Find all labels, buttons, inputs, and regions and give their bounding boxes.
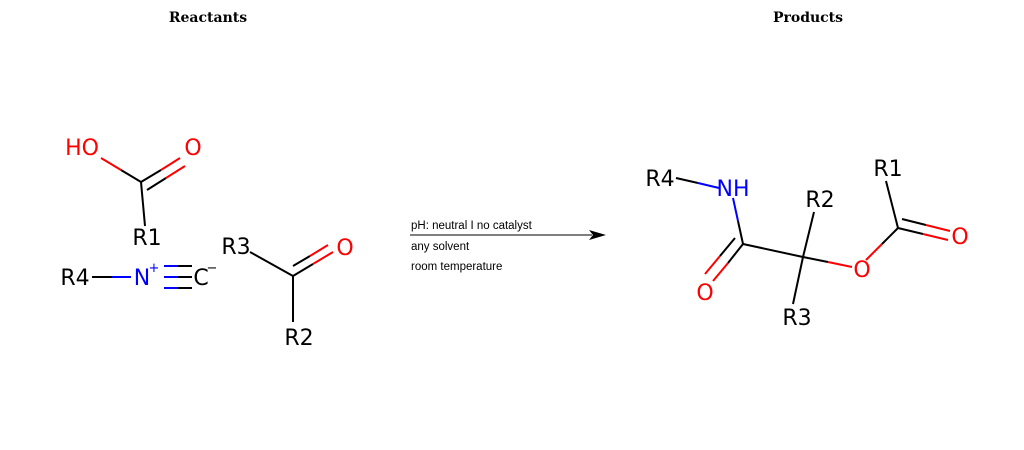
ketone-oxygen-label: O bbox=[336, 236, 353, 261]
isocyanide-nitrogen-label: N bbox=[134, 266, 150, 291]
isocyanide-carbon-label: C bbox=[193, 266, 208, 291]
r3-label: R3 bbox=[221, 235, 250, 260]
reactants-header: Reactants bbox=[169, 10, 247, 26]
condition-temperature: room temperature bbox=[411, 261, 502, 273]
condition-ph: pH: neutral I no catalyst bbox=[411, 220, 533, 232]
ester-oxygen-label: O bbox=[853, 258, 870, 283]
reaction-arrow: pH: neutral I no catalyst any solvent ro… bbox=[410, 220, 606, 273]
product-r3-label: R3 bbox=[782, 306, 811, 331]
arrow-head-icon bbox=[589, 230, 606, 240]
nitrogen-positive-charge: + bbox=[149, 261, 160, 276]
carboxylic-acid: HO O R1 bbox=[65, 136, 202, 251]
products-header: Products bbox=[773, 10, 843, 26]
condition-solvent: any solvent bbox=[411, 241, 470, 253]
amide-oxygen-label: O bbox=[696, 281, 713, 306]
isocyanide: R4 N + C − bbox=[60, 261, 217, 291]
r2-label: R2 bbox=[284, 326, 313, 351]
amide-nh-label: NH bbox=[717, 177, 750, 202]
ester-carbonyl-oxygen-label: O bbox=[951, 225, 968, 250]
carbonyl-compound: R3 O R2 bbox=[221, 235, 353, 351]
hydroxyl-label: HO bbox=[65, 136, 99, 161]
r1-label: R1 bbox=[132, 226, 161, 251]
product-r1-label: R1 bbox=[873, 157, 902, 182]
r4-label: R4 bbox=[60, 266, 89, 291]
product-molecule: R4 NH O R2 R3 O O R1 bbox=[645, 157, 968, 331]
acid-carbonyl-oxygen-label: O bbox=[184, 136, 201, 161]
carbon-negative-charge: − bbox=[207, 261, 218, 276]
product-r4-label: R4 bbox=[645, 167, 674, 192]
product-r2-label: R2 bbox=[805, 188, 834, 213]
